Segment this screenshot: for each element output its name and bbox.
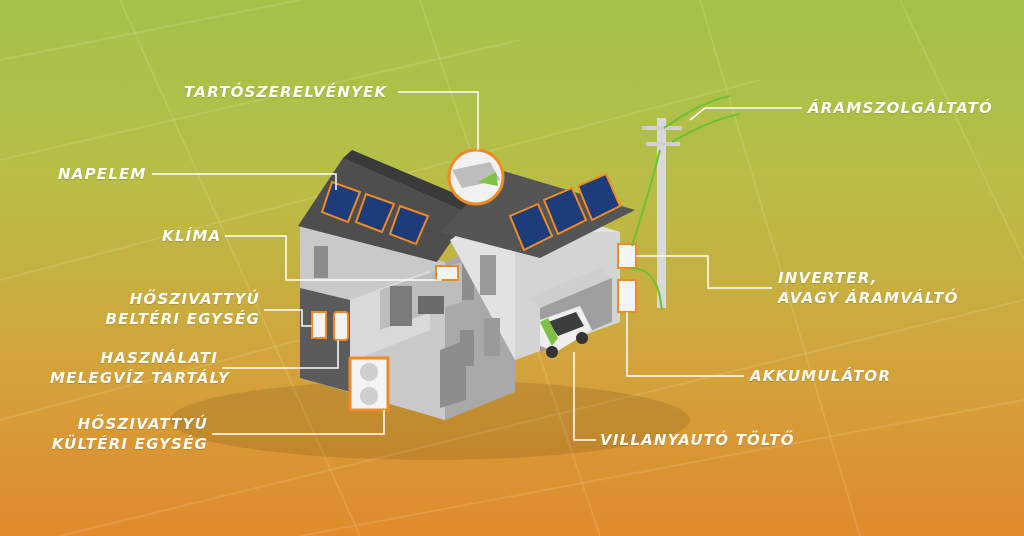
heat-pump-outdoor-unit [348,356,390,412]
label-hoszivattyu-belteri-line2: BELTÉRI EGYSÉG [105,310,260,328]
label-inverter-line1: INVERTER, [778,269,878,287]
label-melegviz-line1: HASZNÁLATI [100,349,218,367]
label-hoszivattyu-kulteri: HŐSZIVATTYÚ KÜLTÉRI EGYSÉG [44,414,208,454]
label-klima: KLÍMA [162,227,222,245]
leader-lines [152,91,802,441]
label-melegviz-line2: MELEGVÍZ TARTÁLY [50,369,231,387]
solar-panels-right [508,172,622,252]
label-inverter: INVERTER, AVAGY ÁRAMVÁLTÓ [778,268,959,308]
label-akkumulator: AKKUMULÁTOR [750,367,892,385]
ground-shadow [170,380,690,460]
climate-unit [435,265,459,281]
label-hoszivattyu-belteri-line1: HŐSZIVATTYÚ [129,290,260,308]
power-wires [631,95,741,311]
hot-water-tank [333,311,349,341]
label-villanyauto-tolto: VILLANYAUTÓ TÖLTŐ [600,431,795,449]
heat-pump-indoor-unit [311,311,327,339]
inverter-box [617,243,637,269]
label-aramszolgaltato: ÁRAMSZOLGÁLTATÓ [808,99,993,117]
electric-car [540,306,592,358]
label-melegviz-tartaly: HASZNÁLATI MELEGVÍZ TARTÁLY [50,348,231,388]
label-napelem: NAPELEM [58,165,147,183]
label-hoszivattyu-belteri: HŐSZIVATTYÚ BELTÉRI EGYSÉG [100,289,260,329]
label-inverter-line2: AVAGY ÁRAMVÁLTÓ [778,289,959,307]
label-tartoszerelvenyek: TARTÓSZERELVÉNYEK [184,83,388,101]
label-hoszivattyu-kulteri-line2: KÜLTÉRI EGYSÉG [51,435,208,453]
label-hoszivattyu-kulteri-line1: HŐSZIVATTYÚ [77,415,208,433]
battery-box [617,279,637,313]
utility-pole [642,118,682,308]
mounting-detail-circle [447,148,505,206]
solar-panels-left [320,180,430,246]
